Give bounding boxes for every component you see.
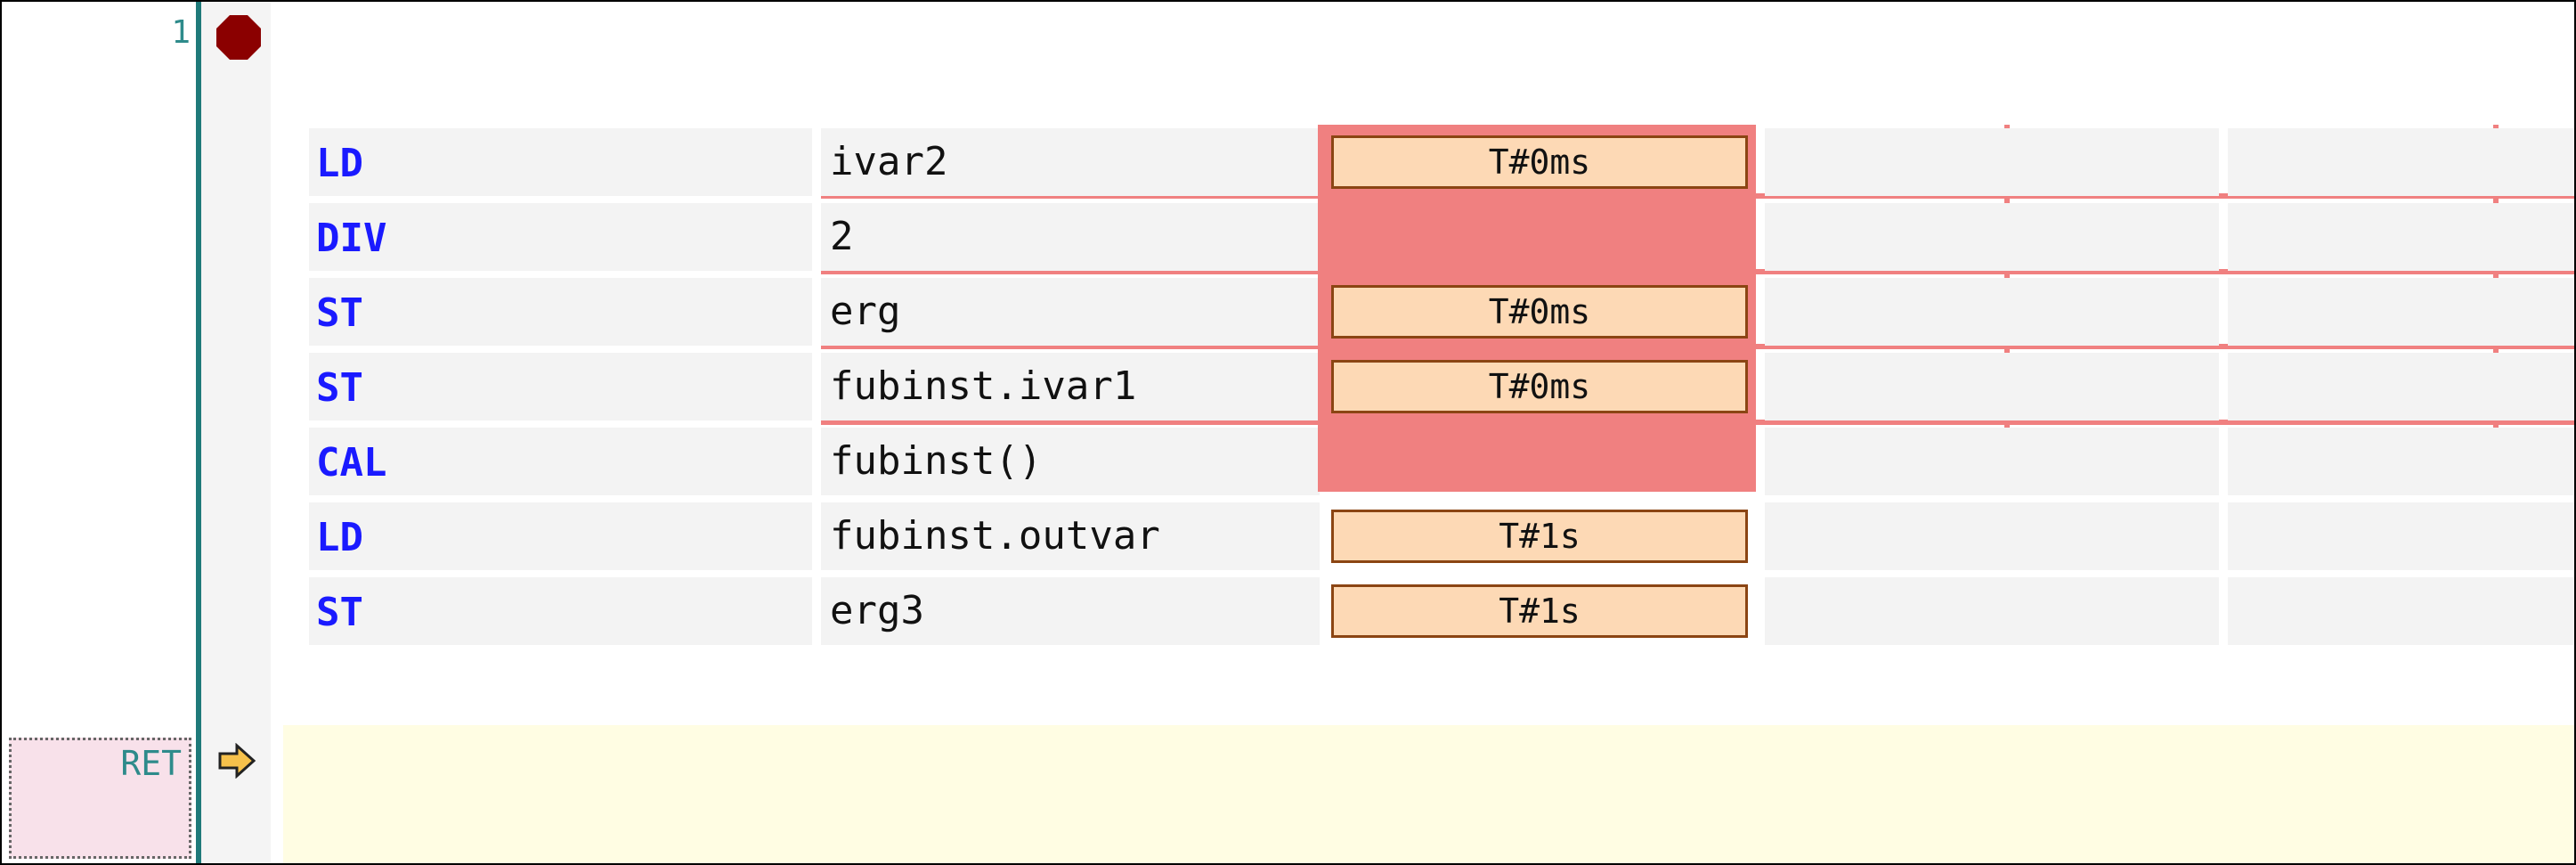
ret-label-box: RET xyxy=(9,738,191,859)
operand: fubinst.outvar xyxy=(830,513,1160,559)
gutter-separator xyxy=(196,2,201,863)
operand-cell[interactable]: fubinst() xyxy=(821,428,1320,495)
operator-cell[interactable]: ST xyxy=(309,577,812,645)
operator: ST xyxy=(316,290,363,336)
monitor-value: T#0ms xyxy=(1331,285,1748,339)
operand-cell[interactable]: erg xyxy=(821,278,1320,346)
breakpoint-stop-icon[interactable] xyxy=(215,14,262,61)
comment-cell[interactable] xyxy=(2228,128,2574,196)
operator-cell[interactable]: ST xyxy=(309,278,812,346)
operator: ST xyxy=(316,365,363,411)
operand: erg3 xyxy=(830,588,924,633)
monitor-value: T#0ms xyxy=(1331,360,1748,413)
operand: erg xyxy=(830,289,901,334)
monitor-value: T#1s xyxy=(1331,584,1748,638)
breakpoint-column[interactable] xyxy=(201,2,271,863)
operator-cell[interactable]: ST xyxy=(309,353,812,420)
operator-cell[interactable]: CAL xyxy=(309,428,812,495)
comment-cell[interactable] xyxy=(1765,577,2219,645)
comment-cell[interactable] xyxy=(2228,353,2574,420)
comment-cell[interactable] xyxy=(2228,203,2574,271)
operand: fubinst.ivar1 xyxy=(830,363,1137,409)
operator-cell[interactable]: DIV xyxy=(309,203,812,271)
comment-cell[interactable] xyxy=(2228,502,2574,570)
operator: ST xyxy=(316,590,363,635)
monitor-value: T#0ms xyxy=(1331,135,1748,189)
operator: LD xyxy=(316,141,363,186)
comment-cell[interactable] xyxy=(2228,428,2574,495)
operand: ivar2 xyxy=(830,139,948,184)
comment-cell[interactable] xyxy=(1765,502,2219,570)
operand: fubinst() xyxy=(830,438,1043,484)
comment-cell[interactable] xyxy=(1765,428,2219,495)
operand-cell[interactable]: fubinst.outvar xyxy=(821,502,1320,570)
comment-cell[interactable] xyxy=(2228,278,2574,346)
operand-cell[interactable]: ivar2 xyxy=(821,128,1320,196)
operator-cell[interactable]: LD xyxy=(309,502,812,570)
operand-cell[interactable]: 2 xyxy=(821,203,1320,271)
operator: DIV xyxy=(316,216,387,261)
comment-cell[interactable] xyxy=(1765,203,2219,271)
comment-cell[interactable] xyxy=(1765,278,2219,346)
arrow-right-icon xyxy=(218,743,256,779)
comment-cell[interactable] xyxy=(1765,128,2219,196)
ret-line-area[interactable] xyxy=(283,725,2574,863)
operator: LD xyxy=(316,515,363,560)
operand-cell[interactable]: fubinst.ivar1 xyxy=(821,353,1320,420)
line-number-gutter: 1 xyxy=(2,2,196,863)
line-number: 1 xyxy=(171,14,191,51)
comment-cell[interactable] xyxy=(2228,577,2574,645)
comment-cell[interactable] xyxy=(1765,353,2219,420)
operand-cell[interactable]: erg3 xyxy=(821,577,1320,645)
operator: CAL xyxy=(316,440,387,486)
operand: 2 xyxy=(830,214,854,259)
ret-label: RET xyxy=(120,744,182,783)
monitor-value: T#1s xyxy=(1331,510,1748,563)
operator-cell[interactable]: LD xyxy=(309,128,812,196)
